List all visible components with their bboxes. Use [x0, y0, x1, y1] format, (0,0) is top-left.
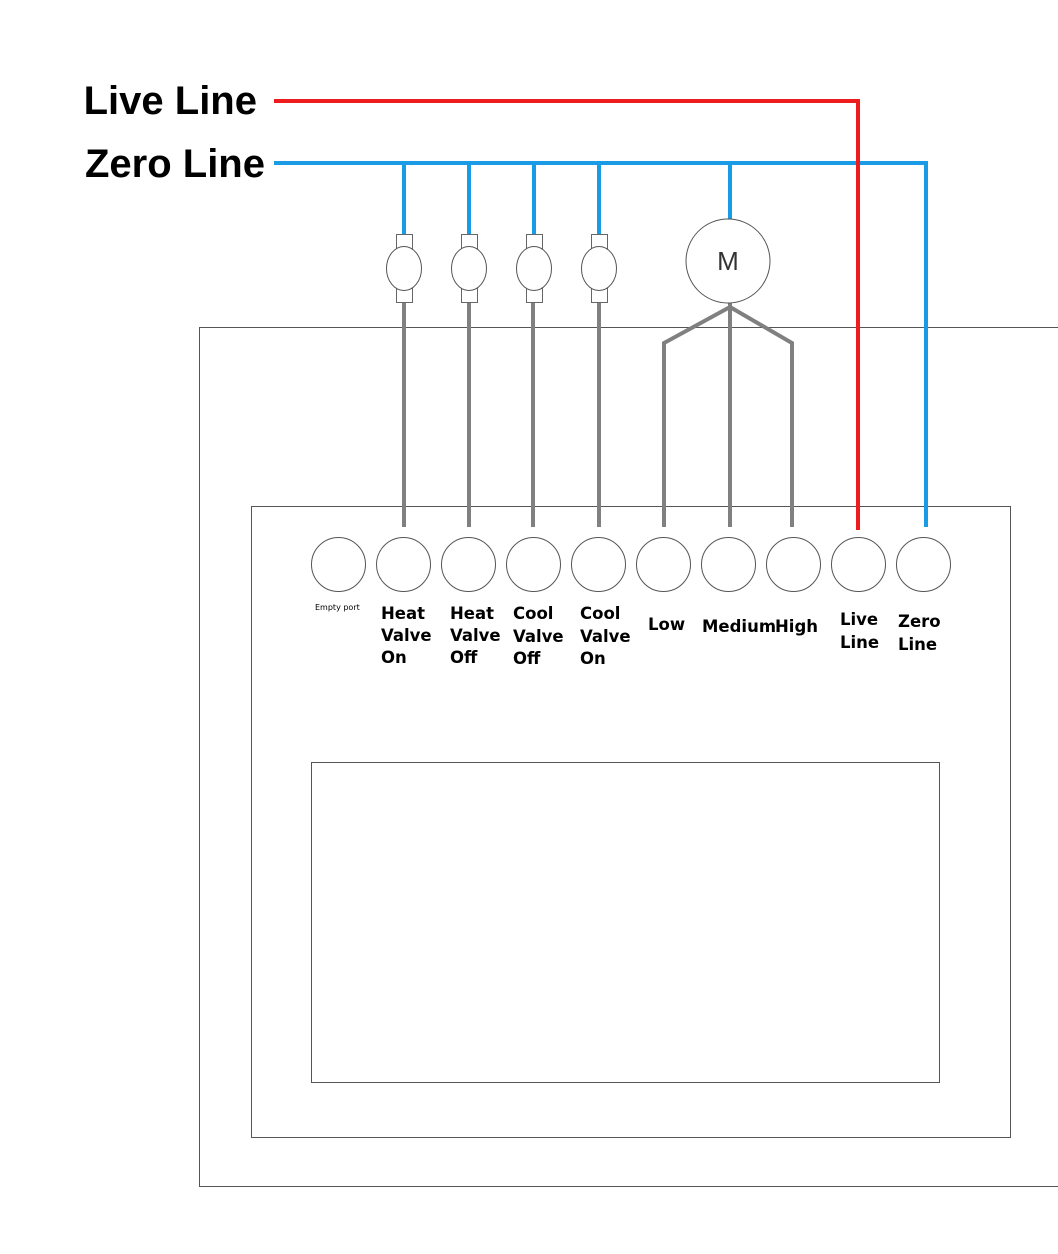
motor-label: M	[717, 246, 739, 276]
display-window	[311, 762, 940, 1083]
terminal-cool-valve-on	[571, 537, 626, 592]
terminal-live-line	[831, 537, 886, 592]
inner-panel	[251, 506, 1011, 1138]
label-cool-valve-on: Cool Valve On	[580, 604, 636, 668]
label-heat-valve-off: Heat Valve Off	[450, 604, 506, 667]
terminal-heat-valve-on	[376, 537, 431, 592]
terminal-medium	[701, 537, 756, 592]
label-live-line: Live Line	[840, 610, 884, 652]
motor-speed-wires	[662, 303, 794, 527]
label-high: High	[775, 617, 818, 636]
zero-line-wire	[274, 161, 928, 527]
valve-heat-on-icon	[386, 234, 422, 303]
label-heat-valve-on: Heat Valve On	[381, 604, 437, 667]
valve-cool-on-icon	[581, 234, 617, 303]
terminal-zero-line	[896, 537, 951, 592]
label-empty-port: Empty port	[315, 603, 360, 612]
terminal-heat-valve-off	[441, 537, 496, 592]
terminal-high	[766, 537, 821, 592]
motor-icon: M	[685, 218, 771, 304]
terminal-empty-port	[311, 537, 366, 592]
valve-cool-off-icon	[516, 234, 552, 303]
outer-housing	[199, 327, 1058, 1187]
terminal-labels: Empty port Heat Valve On Heat Valve Off …	[315, 603, 946, 668]
label-low: Low	[648, 615, 685, 634]
live-line-title: Live Line	[84, 79, 257, 123]
terminal-cool-valve-off	[506, 537, 561, 592]
label-medium: Medium	[702, 617, 776, 636]
terminal-row	[311, 537, 951, 592]
valve-heat-off-icon	[451, 234, 487, 303]
live-line-wire	[274, 99, 860, 530]
terminal-low	[636, 537, 691, 592]
label-zero-line: Zero Line	[898, 612, 946, 654]
valve-signal-wires	[402, 303, 601, 527]
zero-line-title: Zero Line	[85, 142, 265, 186]
label-cool-valve-off: Cool Valve Off	[513, 604, 569, 668]
